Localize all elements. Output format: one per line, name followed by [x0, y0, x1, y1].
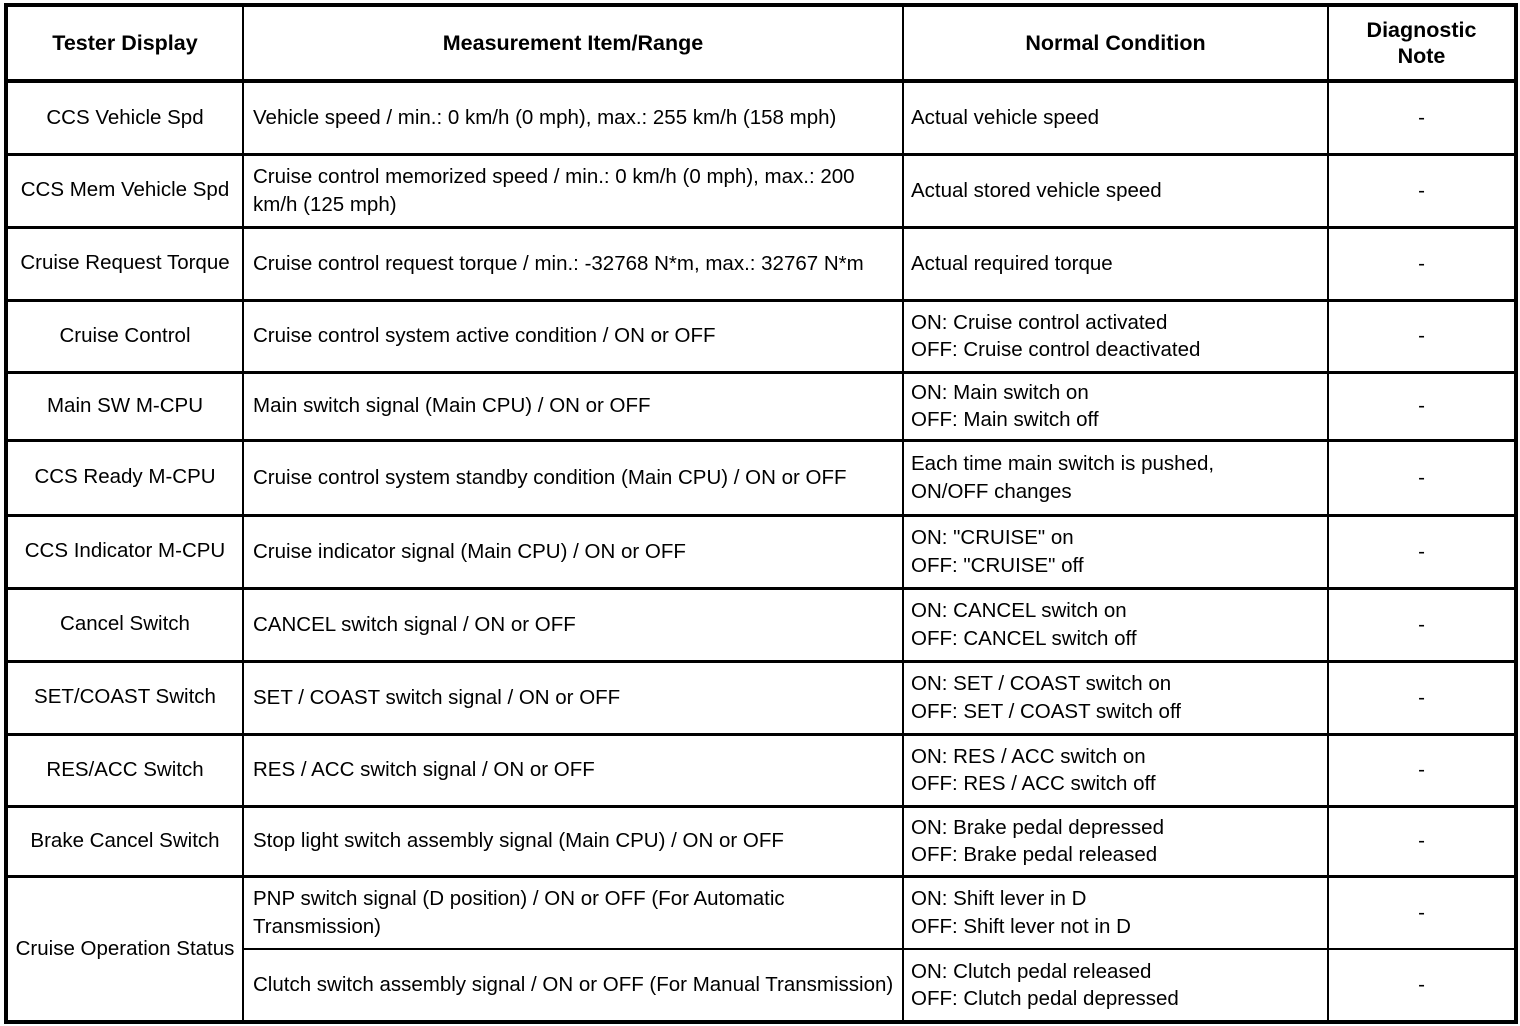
- cell-normal-condition: ON: "CRUISE" on OFF: "CRUISE" off: [902, 513, 1329, 589]
- normal-line-1: Actual required torque: [911, 251, 1113, 275]
- data-list-table: Tester Display Measurement Item/Range No…: [4, 3, 1518, 1024]
- table-row: Cancel Switch CANCEL switch signal / ON …: [5, 586, 1517, 662]
- normal-line-2: OFF: Main switch off: [911, 408, 1099, 431]
- cell-diagnostic-note: -: [1327, 152, 1517, 228]
- cell-measurement-range: Clutch switch assembly signal / ON or OF…: [242, 948, 904, 1023]
- cell-measurement-range: Stop light switch assembly signal (Main …: [242, 804, 904, 877]
- cell-tester-display-merged: Cruise Operation Status: [5, 874, 244, 1023]
- normal-line-1: ON: SET / COAST switch on: [911, 672, 1172, 696]
- cell-tester-display: Cruise Control: [5, 298, 244, 373]
- cell-measurement-range: RES / ACC switch signal / ON or OFF: [242, 732, 904, 807]
- cell-diagnostic-note: -: [1327, 438, 1517, 516]
- column-header-normal-condition: Normal Condition: [902, 4, 1329, 83]
- cell-normal-condition: Actual vehicle speed: [902, 79, 1329, 155]
- cell-diagnostic-note: -: [1327, 948, 1517, 1023]
- table-row: Cruise Operation Status PNP switch signa…: [5, 874, 1517, 1023]
- cell-normal-condition: ON: Cruise control activated OFF: Cruise…: [902, 298, 1329, 373]
- normal-line-1: Actual vehicle speed: [911, 106, 1100, 130]
- table-row: Cruise Request Torque Cruise control req…: [5, 225, 1517, 301]
- normal-line-1: ON: CANCEL switch on: [911, 599, 1127, 623]
- cell-tester-display: CCS Ready M-CPU: [5, 438, 244, 516]
- cell-measurement-range: Cruise control system standby condition …: [242, 438, 904, 516]
- normal-line-1: ON: Shift lever in D: [911, 887, 1087, 911]
- table-row: Main SW M-CPU Main switch signal (Main C…: [5, 370, 1517, 441]
- cell-measurement-range: CANCEL switch signal / ON or OFF: [242, 586, 904, 662]
- cell-tester-display: Main SW M-CPU: [5, 370, 244, 441]
- cell-tester-display: Cruise Request Torque: [5, 225, 244, 301]
- cell-normal-condition: ON: SET / COAST switch on OFF: SET / COA…: [902, 659, 1329, 735]
- cell-diagnostic-note: -: [1327, 298, 1517, 373]
- column-header-tester-display: Tester Display: [5, 4, 244, 83]
- cell-diagnostic-note: -: [1327, 659, 1517, 735]
- cell-measurement-range: Cruise control memorized speed / min.: 0…: [242, 152, 904, 228]
- cell-tester-display: RES/ACC Switch: [5, 732, 244, 807]
- normal-line-1: Actual stored vehicle speed: [911, 178, 1162, 202]
- normal-line-2: OFF: "CRUISE" off: [911, 553, 1084, 577]
- cell-diagnostic-note: -: [1327, 804, 1517, 877]
- header-note-line-2: Note: [1397, 44, 1446, 68]
- cell-normal-condition: ON: Main switch on OFF: Main switch off: [902, 370, 1329, 441]
- cell-diagnostic-note: -: [1327, 586, 1517, 662]
- table-row: SET/COAST Switch SET / COAST switch sign…: [5, 659, 1517, 735]
- cell-tester-display: Brake Cancel Switch: [5, 804, 244, 877]
- table-row: Clutch switch assembly signal / ON or OF…: [6, 948, 1517, 1023]
- table-row: Cruise Control Cruise control system act…: [5, 298, 1517, 373]
- table-row: CCS Mem Vehicle Spd Cruise control memor…: [5, 152, 1517, 228]
- table-row: RES/ACC Switch RES / ACC switch signal /…: [5, 732, 1517, 807]
- cell-measurement-range: Cruise control request torque / min.: -3…: [242, 225, 904, 301]
- normal-line-1: ON: Clutch pedal released: [911, 959, 1152, 983]
- cell-normal-condition: ON: RES / ACC switch on OFF: RES / ACC s…: [902, 732, 1329, 807]
- normal-line-2: OFF: RES / ACC switch off: [911, 772, 1156, 795]
- normal-line-2: OFF: Brake pedal released: [911, 843, 1158, 866]
- normal-line-2: OFF: Shift lever not in D: [911, 914, 1131, 938]
- normal-line-1: ON: Brake pedal depressed: [911, 815, 1164, 839]
- normal-line-1: ON: Main switch on: [911, 380, 1089, 404]
- cell-measurement-range: SET / COAST switch signal / ON or OFF: [242, 659, 904, 735]
- normal-line-1: ON: RES / ACC switch on: [911, 744, 1146, 768]
- column-header-diagnostic-note: Diagnostic Note: [1327, 4, 1517, 83]
- cell-diagnostic-note: -: [1327, 513, 1517, 589]
- normal-line-2: ON/OFF changes: [911, 479, 1072, 503]
- cell-diagnostic-note: -: [1327, 874, 1517, 950]
- cell-normal-condition: ON: CANCEL switch on OFF: CANCEL switch …: [902, 586, 1329, 662]
- cell-measurement-range: PNP switch signal (D position) / ON or O…: [242, 874, 904, 950]
- cell-tester-display: CCS Mem Vehicle Spd: [5, 152, 244, 228]
- cell-measurement-range: Cruise control system active condition /…: [242, 298, 904, 373]
- cell-diagnostic-note: -: [1327, 370, 1517, 441]
- cell-diagnostic-note: -: [1327, 79, 1517, 155]
- cell-measurement-range: Vehicle speed / min.: 0 km/h (0 mph), ma…: [242, 79, 904, 155]
- column-header-measurement-item-range: Measurement Item/Range: [242, 4, 904, 83]
- normal-line-1: ON: "CRUISE" on: [911, 526, 1074, 550]
- cell-diagnostic-note: -: [1327, 225, 1517, 301]
- cell-normal-condition: ON: Shift lever in D OFF: Shift lever no…: [902, 874, 1329, 950]
- table-row: CCS Indicator M-CPU Cruise indicator sig…: [5, 513, 1517, 589]
- header-note-line-1: Diagnostic: [1366, 17, 1477, 42]
- cell-normal-condition: ON: Brake pedal depressed OFF: Brake ped…: [902, 804, 1329, 877]
- normal-line-1: Each time main switch is pushed,: [911, 452, 1215, 476]
- cell-tester-display: Cancel Switch: [5, 586, 244, 662]
- cell-diagnostic-note: -: [1327, 732, 1517, 807]
- cell-tester-display: SET/COAST Switch: [5, 659, 244, 735]
- table-header-row: Tester Display Measurement Item/Range No…: [5, 4, 1517, 83]
- cell-normal-condition: Actual required torque: [902, 225, 1329, 301]
- cell-normal-condition: Actual stored vehicle speed: [902, 152, 1329, 228]
- cell-tester-display: CCS Indicator M-CPU: [5, 513, 244, 589]
- cell-normal-condition: Each time main switch is pushed, ON/OFF …: [902, 438, 1329, 516]
- normal-line-2: OFF: CANCEL switch off: [911, 626, 1137, 650]
- table-row: CCS Ready M-CPU Cruise control system st…: [5, 438, 1517, 516]
- normal-line-2: OFF: Clutch pedal depressed: [911, 987, 1179, 1010]
- cell-measurement-range: Main switch signal (Main CPU) / ON or OF…: [242, 370, 904, 441]
- normal-line-1: ON: Cruise control activated: [911, 310, 1168, 334]
- normal-line-2: OFF: Cruise control deactivated: [911, 338, 1201, 361]
- cell-normal-condition: ON: Clutch pedal released OFF: Clutch pe…: [902, 948, 1329, 1023]
- cell-tester-display: CCS Vehicle Spd: [5, 79, 244, 155]
- table-row: CCS Vehicle Spd Vehicle speed / min.: 0 …: [5, 79, 1517, 155]
- normal-line-2: OFF: SET / COAST switch off: [911, 699, 1181, 723]
- table-row: Brake Cancel Switch Stop light switch as…: [5, 804, 1517, 877]
- cell-measurement-range: Cruise indicator signal (Main CPU) / ON …: [242, 513, 904, 589]
